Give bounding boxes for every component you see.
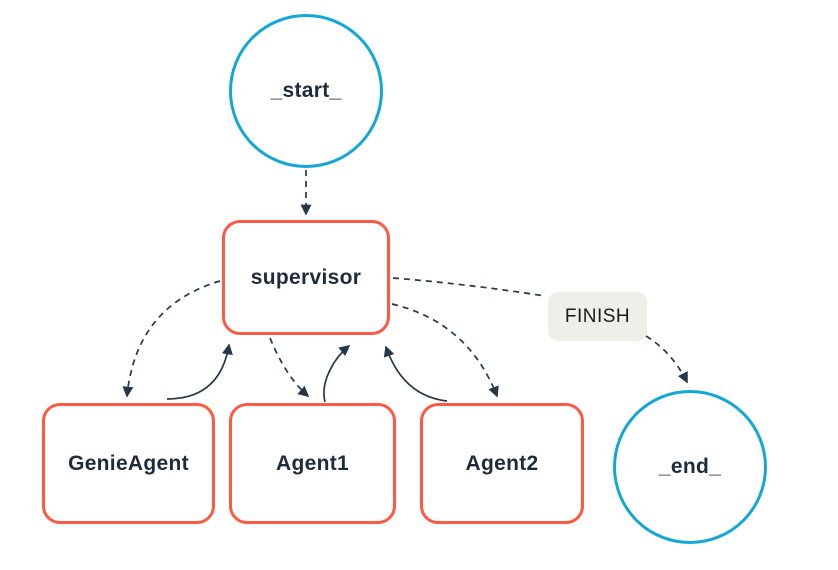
edge-supervisor-to-agent1-arrow: [269, 337, 310, 398]
edge-supervisor-to-genieagent-arrow: [122, 280, 221, 398]
edge-agent1-to-supervisor-arrow: [323, 344, 351, 403]
node-agent2: Agent2: [420, 403, 584, 524]
node-genie-agent-label: GenieAgent: [68, 451, 189, 475]
node-agent1: Agent1: [229, 403, 396, 524]
edge-genieagent-to-supervisor-arrow: [166, 343, 233, 400]
node-end: _end_: [613, 390, 767, 544]
node-genie-agent: GenieAgent: [42, 403, 215, 524]
edge-finish-to-end-arrow: [645, 335, 688, 384]
node-start-label: _start_: [270, 79, 342, 102]
node-agent2-label: Agent2: [465, 451, 539, 475]
edge-supervisor-to-finish-segment: [392, 277, 546, 297]
node-supervisor-label: supervisor: [250, 265, 362, 289]
edge-agent2-to-supervisor-arrow: [383, 345, 448, 402]
edge-label-finish: FINISH: [548, 292, 647, 341]
node-start: _start_: [229, 14, 383, 168]
edge-label-finish-text: FINISH: [564, 305, 631, 327]
node-agent1-label: Agent1: [276, 451, 349, 475]
node-supervisor: supervisor: [222, 220, 390, 335]
node-end-label: _end_: [658, 455, 722, 478]
